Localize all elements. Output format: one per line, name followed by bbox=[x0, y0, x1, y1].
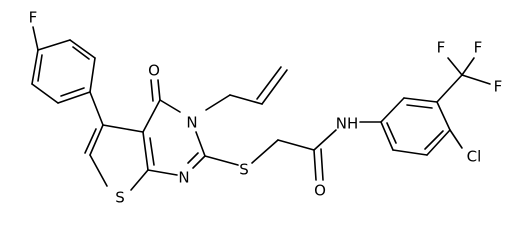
ring-nitrogen-n1-label: N bbox=[178, 169, 189, 187]
bond bbox=[72, 46, 90, 60]
bond bbox=[149, 137, 155, 166]
bond bbox=[386, 122, 397, 144]
structure-canvas: F O N N S S O NH F F F Cl bbox=[28, 8, 503, 207]
bond bbox=[32, 26, 39, 51]
amide-oxygen-label: O bbox=[314, 182, 326, 200]
thioether-sulfur-label: S bbox=[239, 161, 249, 179]
bond bbox=[187, 152, 199, 164]
bond bbox=[69, 39, 96, 59]
bond bbox=[147, 169, 178, 176]
bond bbox=[192, 155, 206, 169]
bond bbox=[256, 66, 282, 100]
thiophene-sulfur-label: S bbox=[115, 189, 125, 207]
bond bbox=[380, 121, 394, 151]
bond bbox=[426, 129, 451, 156]
fluorine-atom-label: F bbox=[29, 9, 38, 27]
bond bbox=[150, 79, 154, 102]
bond bbox=[204, 155, 239, 166]
carbonyl-oxygen-label: O bbox=[148, 62, 160, 80]
bond bbox=[89, 124, 104, 156]
bond bbox=[84, 128, 97, 154]
bond bbox=[406, 104, 433, 109]
bond bbox=[461, 57, 475, 76]
ring-nitrogen-n3-label: N bbox=[186, 114, 197, 132]
bond bbox=[37, 39, 71, 51]
atom-labels: F O N N S S O NH F F F Cl bbox=[29, 9, 503, 207]
bond-lines bbox=[31, 26, 491, 191]
bond bbox=[447, 57, 463, 76]
chlorine-atom-label: Cl bbox=[467, 148, 482, 166]
bond bbox=[251, 139, 279, 164]
bond bbox=[229, 94, 263, 105]
amide-nh-label: NH bbox=[336, 115, 359, 133]
cf3-fluorine-label: F bbox=[494, 78, 503, 96]
bond bbox=[313, 149, 317, 181]
bond bbox=[205, 94, 231, 111]
bond bbox=[130, 169, 149, 191]
bond bbox=[57, 91, 91, 104]
bond bbox=[424, 130, 444, 150]
bond bbox=[449, 129, 463, 149]
bond bbox=[142, 99, 161, 133]
bond bbox=[31, 83, 59, 104]
bond bbox=[392, 149, 428, 156]
bond bbox=[403, 97, 438, 103]
bond bbox=[461, 74, 491, 85]
bond bbox=[31, 49, 39, 85]
bond bbox=[313, 129, 337, 151]
cf3-fluorine-label: F bbox=[437, 39, 446, 57]
bond bbox=[159, 99, 181, 113]
bond bbox=[157, 79, 161, 101]
cf3-fluorine-label: F bbox=[474, 39, 483, 57]
bond bbox=[89, 154, 108, 187]
bond bbox=[277, 139, 315, 151]
bond bbox=[380, 97, 405, 123]
bond bbox=[89, 91, 104, 126]
bond bbox=[436, 101, 451, 131]
bond bbox=[142, 131, 149, 171]
bond bbox=[195, 131, 206, 157]
bond bbox=[320, 148, 324, 181]
bond bbox=[60, 87, 85, 97]
bond bbox=[261, 69, 288, 105]
bond bbox=[102, 124, 144, 133]
bond bbox=[89, 57, 96, 93]
molecule-diagram: F O N N S S O NH F F F Cl bbox=[29, 9, 503, 207]
bond bbox=[436, 74, 463, 103]
bond bbox=[37, 54, 43, 82]
